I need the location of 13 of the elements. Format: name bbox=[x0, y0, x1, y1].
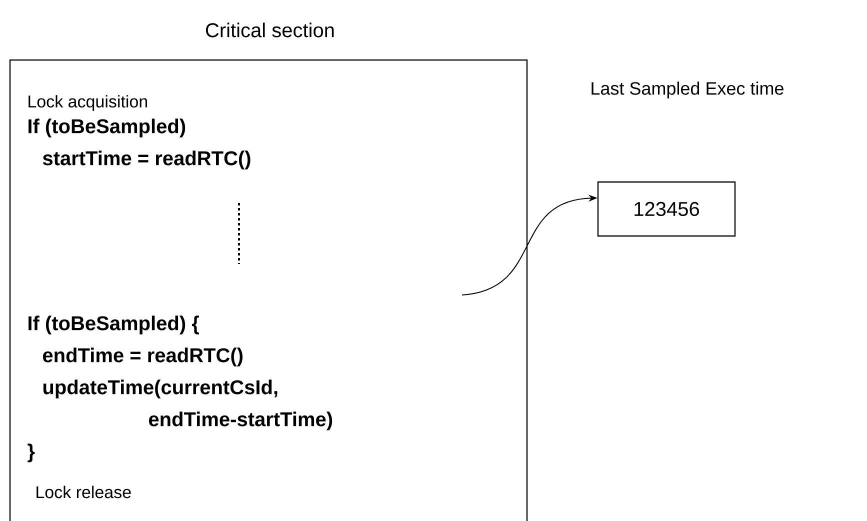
node-text: Critical section Lock acquisition If (toBeSampled) startTime = readRTC() If (toBeSampled) { endTime = readRTC() updateTime(currentCsId, endTime-startTime) } Lock release bbox=[28, 22, 334, 498]
code-line: If (toBeSampled) { bbox=[28, 316, 199, 334]
section-note: Lock acquisition bbox=[28, 95, 148, 111]
value-box: 123456 bbox=[597, 181, 736, 237]
code-line: If (toBeSampled) bbox=[28, 118, 186, 138]
section-note: Lock release bbox=[36, 486, 131, 498]
code-line: endTime-startTime) bbox=[149, 412, 332, 430]
code-line: endTime = readRTC() bbox=[43, 348, 243, 366]
section-title: Critical section bbox=[206, 22, 334, 38]
value-caption: Last Sampled Exec time bbox=[592, 82, 784, 98]
code-line: } bbox=[28, 444, 35, 462]
code-line: startTime = readRTC() bbox=[42, 150, 250, 170]
code-line: updateTime(currentCsId, bbox=[43, 380, 278, 398]
